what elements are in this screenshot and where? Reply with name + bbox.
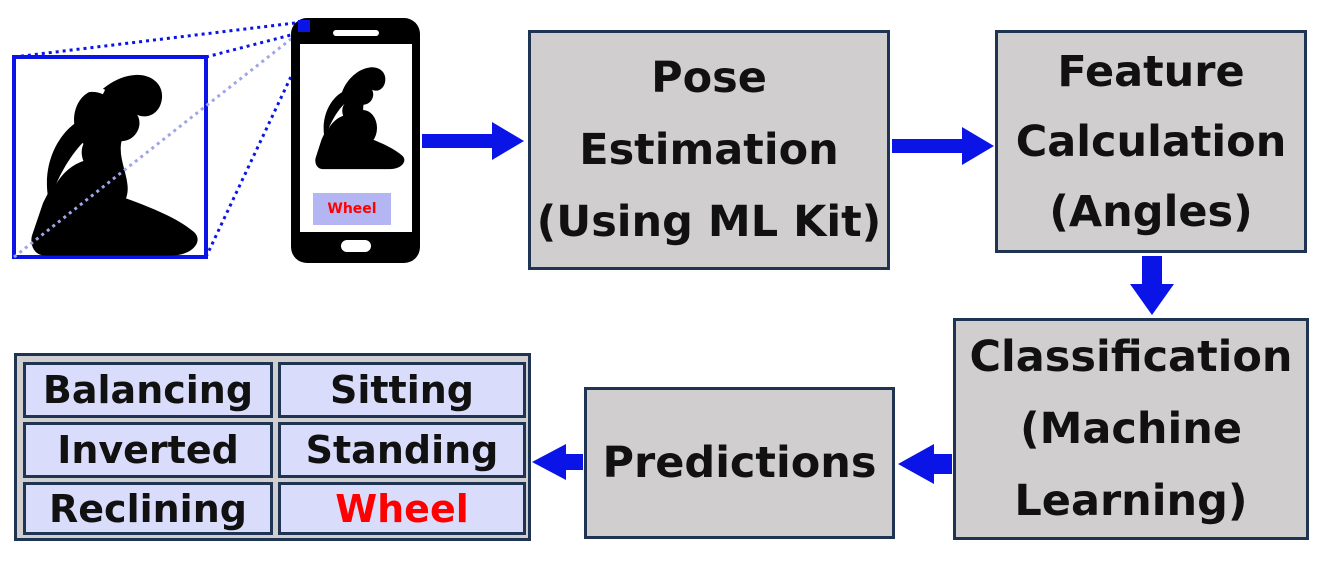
feature-calculation-box: Feature Calculation (Angles) <box>995 30 1307 253</box>
category-cell: Standing <box>278 422 526 478</box>
category-label: Standing <box>305 428 499 472</box>
category-cell: Sitting <box>278 362 526 418</box>
pose-estimation-label: Pose Estimation (Using ML Kit) <box>536 53 882 247</box>
phone-pose-silhouette-icon <box>315 67 405 170</box>
category-label: Reclining <box>49 486 247 531</box>
smartphone-icon <box>291 18 420 263</box>
category-grid: Balancing Sitting Inverted Standing Recl… <box>14 353 531 541</box>
category-label: Sitting <box>329 368 474 412</box>
zoomed-pose-frame <box>12 55 208 259</box>
arrow-classification-to-predictions <box>898 444 952 484</box>
flow-arrows <box>422 122 1174 484</box>
arrow-phone-to-pose <box>422 122 524 160</box>
category-cell: Balancing <box>23 362 273 418</box>
feature-calculation-label: Feature Calculation (Angles) <box>1015 46 1287 237</box>
zoom-lines <box>13 20 314 259</box>
category-cell: Inverted <box>23 422 273 478</box>
category-label: Inverted <box>57 428 239 472</box>
classification-label: Classification (Machine Learning) <box>969 332 1293 526</box>
predictions-label: Predictions <box>602 438 877 488</box>
arrow-feature-to-classification <box>1130 256 1174 315</box>
category-label: Balancing <box>42 368 254 412</box>
arrow-predictions-to-categories <box>532 444 583 480</box>
arrow-pose-to-feature <box>892 127 994 165</box>
pose-estimation-box: Pose Estimation (Using ML Kit) <box>528 30 890 270</box>
category-label-highlighted: Wheel <box>335 486 469 531</box>
phone-prediction-badge: Wheel <box>313 193 391 225</box>
predictions-box: Predictions <box>584 387 895 539</box>
yoga-pose-silhouette-icon <box>31 74 198 256</box>
category-cell-highlighted: Wheel <box>278 482 526 535</box>
classification-box: Classification (Machine Learning) <box>953 318 1309 540</box>
category-cell: Reclining <box>23 482 273 535</box>
